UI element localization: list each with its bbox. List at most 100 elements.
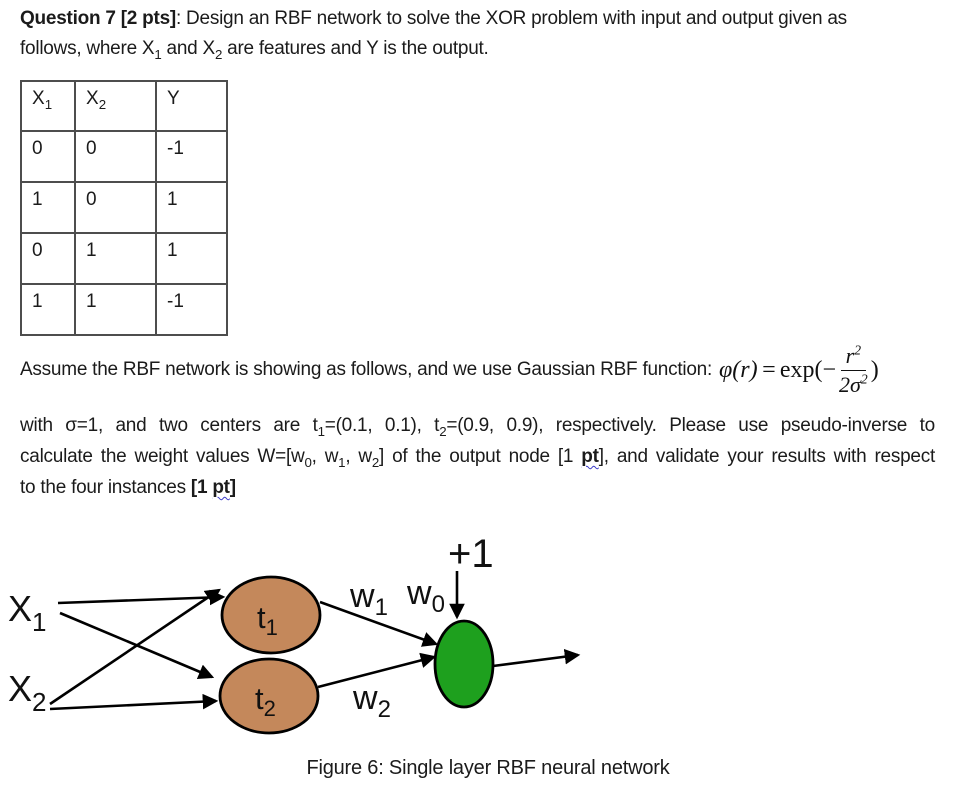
subscript: 1 [317,423,325,439]
output-arrow [492,648,581,668]
question-line-2: follows, where X1 and X2 are features an… [20,34,935,64]
label-base: X [8,588,32,629]
formula-paragraph: Assume the RBF network is showing as fol… [20,338,935,402]
label-base: t [257,600,266,635]
header-text: X [32,88,45,109]
question-title: Question 7 [2 pts] [20,8,176,29]
table-header-row: X1 X2 Y [20,80,228,132]
table-row: 0 1 1 [20,232,228,285]
center-label-t1: t1 [257,600,278,640]
header-subscript: 1 [44,96,53,112]
subscript: 0 [304,454,312,470]
body-text: =(0.1, 0.1), t [324,415,440,436]
label-subscript: 0 [432,591,445,618]
connection-x1-t1 [57,589,226,606]
question-paragraph: Question 7 [2 pts]: Design an RBF networ… [20,4,935,64]
label-subscript: 1 [32,607,46,637]
denominator-base: 2σ [839,371,861,397]
body-text: , w [311,446,339,467]
hidden-node-t1 [220,575,322,655]
table-cell: 1 [155,181,228,234]
connection-t2-output-w2 [317,652,437,689]
table-cell: -1 [155,130,228,183]
weight-label-w1: w1 [349,577,388,621]
label-subscript: 1 [375,594,388,621]
points-bracket: ] [229,477,236,498]
label-base: w [349,577,375,615]
table-row: 1 0 1 [20,181,228,234]
weight-label-w2: w2 [352,679,391,723]
hidden-node-t2 [218,657,320,735]
table-cell: 0 [20,130,76,183]
instructions-line-3: to the four instances [1 pt] [20,472,935,503]
subscript: 2 [214,46,223,62]
network-figure-svg: X1 X2 t1 t2 w1 w0 w2 +1 [8,532,581,735]
output-node [433,619,495,709]
pt-marker: pt [581,446,599,467]
table-cell: -1 [155,283,228,336]
connection-x2-t1 [49,588,221,706]
connection-t1-output-w1 [319,600,439,647]
body-text: ] of the output node [1 [379,446,582,467]
body-text: to the four instances [20,477,191,498]
table-cell: 0 [74,130,157,183]
table-cell: 1 [74,232,157,285]
body-text: with σ=1, and two centers are t [20,415,318,436]
pt-marker: pt [212,477,230,498]
instructions-paragraph: with σ=1, and two centers are t1=(0.1, 0… [20,410,935,503]
closing-paren: ) [870,356,879,383]
formula-intro-text: Assume the RBF network is showing as fol… [20,359,713,380]
label-subscript: 1 [266,615,278,640]
label-subscript: 2 [32,687,46,717]
header-text: X [86,88,99,109]
fraction-numerator: r2 [840,342,867,371]
table-cell: 0 [20,232,76,285]
equals-sign: = [760,356,777,383]
table-cell: 0 [74,181,157,234]
header-text: Y [167,88,180,109]
center-label-t2: t2 [255,681,276,721]
instructions-line-1: with σ=1, and two centers are t1=(0.1, 0… [20,410,935,441]
label-subscript: 2 [264,696,276,721]
table-header-cell: X1 [20,80,76,132]
figure-caption: Figure 6: Single layer RBF neural networ… [306,757,670,779]
xor-truth-table: X1 X2 Y 0 0 -1 1 0 1 0 1 1 1 1 -1 [20,80,228,336]
input-label-x2: X2 [8,668,46,717]
gaussian-rbf-formula: φ(r) = exp(− r2 2σ2 ) [719,343,879,397]
bias-label: +1 [448,532,494,576]
question-text: follows, where X [20,38,155,59]
subscript: 1 [338,454,346,470]
subscript: 1 [154,46,162,62]
body-text: ], and validate your results with respec… [598,446,936,467]
table-header-cell: X2 [74,80,157,132]
formula-exp: exp(− [779,356,837,383]
table-row: 0 0 -1 [20,130,228,183]
question-line-1: Question 7 [2 pts]: Design an RBF networ… [20,4,935,34]
label-base: X [8,668,32,709]
table-header-cell: Y [155,80,228,132]
question-text: : Design an RBF network to solve the XOR… [175,8,847,29]
denominator-exponent: 2 [860,371,868,387]
label-subscript: 2 [378,696,391,723]
subscript: 2 [371,454,380,470]
body-text: =(0.9, 0.9), respectively. Please use ps… [446,415,935,436]
weight-label-w0: w0 [406,574,445,618]
instructions-line-2: calculate the weight values W=[w0, w1, w… [20,441,935,472]
body-text: , w [345,446,372,467]
points-bracket: [1 [190,477,213,498]
table-cell: 1 [155,232,228,285]
connection-x2-t2 [49,693,219,711]
numerator-exponent: 2 [854,342,862,358]
question-text: and X [161,38,216,59]
table-cell: 1 [20,283,76,336]
rbf-network-diagram: X1 X2 t1 t2 w1 w0 w2 +1 [0,511,956,751]
subscript: 2 [439,423,447,439]
table-row: 1 1 -1 [20,283,228,336]
input-label-x1: X1 [8,588,46,637]
formula-lhs: φ(r) [719,356,758,383]
question-text: are features and Y is the output. [222,38,489,59]
header-subscript: 2 [98,96,107,112]
fraction-denominator: 2σ2 [839,371,868,397]
table-cell: 1 [20,181,76,234]
